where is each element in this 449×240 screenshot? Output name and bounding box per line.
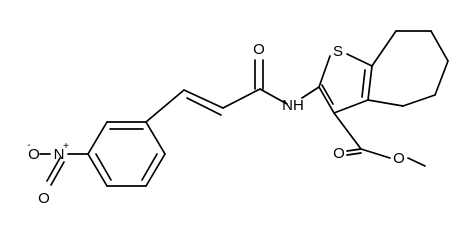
bond-ring-inner-2 bbox=[141, 153, 158, 181]
bond-c7a-c3a-inner bbox=[361, 69, 366, 98]
bond-cy-5 bbox=[402, 94, 436, 107]
bond-c3-ester-c bbox=[333, 112, 362, 150]
nitro-group bbox=[39, 153, 89, 186]
bond-ester-co-1 bbox=[346, 148, 362, 152]
bond-ester-co-2 bbox=[346, 152, 362, 156]
bond-cy-4 bbox=[434, 60, 449, 96]
bond-ring-1 bbox=[87, 121, 108, 155]
atom-o-ester-carbonyl: O bbox=[333, 145, 345, 162]
bond-ring-inner-3 bbox=[95, 153, 112, 181]
bond-ring-ch bbox=[145, 89, 185, 123]
bond-cy-3 bbox=[430, 30, 449, 62]
bond-cy-1 bbox=[371, 30, 397, 67]
bond-ch-ch-2 bbox=[186, 97, 222, 116]
amide-group bbox=[254, 59, 320, 105]
atom-n-nitro: N bbox=[54, 146, 65, 163]
atom-o-amide: O bbox=[253, 41, 265, 58]
cyclohexene-ring bbox=[367, 30, 449, 107]
bond-c3-c2 bbox=[318, 86, 335, 114]
structure-canvas: O - N + O O NH S O O bbox=[27, 30, 449, 207]
bond-n-thiophene bbox=[301, 86, 320, 99]
thiophene-ring bbox=[318, 53, 373, 114]
bond-ring-6 bbox=[87, 153, 108, 187]
bond-c7a-c3a bbox=[367, 65, 373, 101]
bond-c-n bbox=[259, 88, 288, 105]
atom-o-nitro-bottom: O bbox=[38, 190, 50, 207]
bond-ch-ch-1 bbox=[183, 89, 224, 109]
atom-o-ester-single: O bbox=[393, 150, 405, 167]
charge-minus: - bbox=[27, 140, 30, 151]
atom-s-thiophene: S bbox=[333, 43, 343, 60]
bond-n-o-bottom-2 bbox=[46, 157, 61, 182]
bond-o-methyl bbox=[407, 157, 426, 167]
bond-c3a-c3 bbox=[333, 99, 369, 114]
bond-ester-c-o bbox=[360, 148, 391, 159]
bond-ring-3 bbox=[145, 121, 166, 155]
bond-cy-6 bbox=[367, 99, 404, 107]
atom-nh-amide: NH bbox=[282, 97, 304, 114]
atom-o-nitro-left: O bbox=[28, 146, 40, 163]
bond-ch-carbonyl bbox=[222, 88, 261, 109]
bond-c3-c2-inner bbox=[321, 84, 334, 105]
bond-ring-4 bbox=[145, 153, 166, 187]
bond-c2-s bbox=[318, 55, 331, 88]
charge-plus: + bbox=[63, 141, 69, 152]
chemical-structure: O - N + O O NH S O O bbox=[27, 30, 449, 207]
vinyl-linker bbox=[145, 88, 261, 123]
ester-group bbox=[333, 112, 426, 167]
benzene-ring bbox=[87, 121, 166, 187]
bond-s-c7a bbox=[346, 53, 373, 67]
bond-n-o-bottom-1 bbox=[50, 161, 65, 186]
